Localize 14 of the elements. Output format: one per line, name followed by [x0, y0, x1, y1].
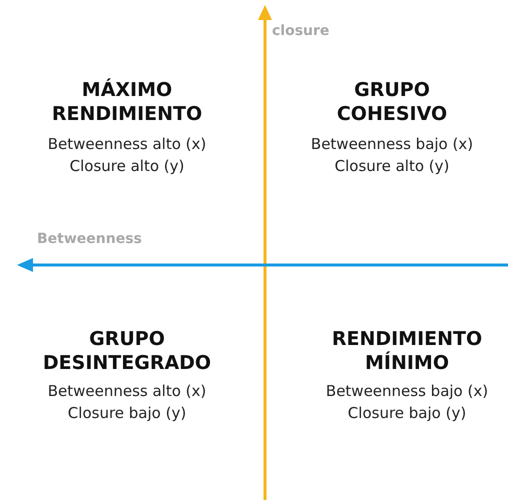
- quadrant-text: Betweenness bajo (x): [326, 381, 488, 401]
- quadrant-title: GRUPO DESINTEGRADO: [42, 327, 212, 375]
- quadrant-text: Closure bajo (y): [68, 403, 186, 423]
- quadrant-title: GRUPO COHESIVO: [336, 78, 448, 126]
- quadrant-text: Closure alto (y): [70, 156, 184, 176]
- axis-label: closure: [272, 23, 330, 39]
- quadrant-text: Closure alto (y): [334, 156, 450, 176]
- quadrant-title: MÁXIMO RENDIMIENTO: [50, 78, 204, 126]
- quadrant-text: Betweenness alto (x): [48, 134, 206, 154]
- quadrant-text: Closure bajo (y): [348, 403, 466, 423]
- quadrant-text: Betweenness bajo (x): [310, 134, 474, 154]
- quadrant-title: RENDIMIENTO MÍNIMO: [330, 327, 484, 375]
- axis-label: Betweenness: [37, 231, 142, 247]
- quadrant-text: Betweenness alto (x): [48, 381, 206, 401]
